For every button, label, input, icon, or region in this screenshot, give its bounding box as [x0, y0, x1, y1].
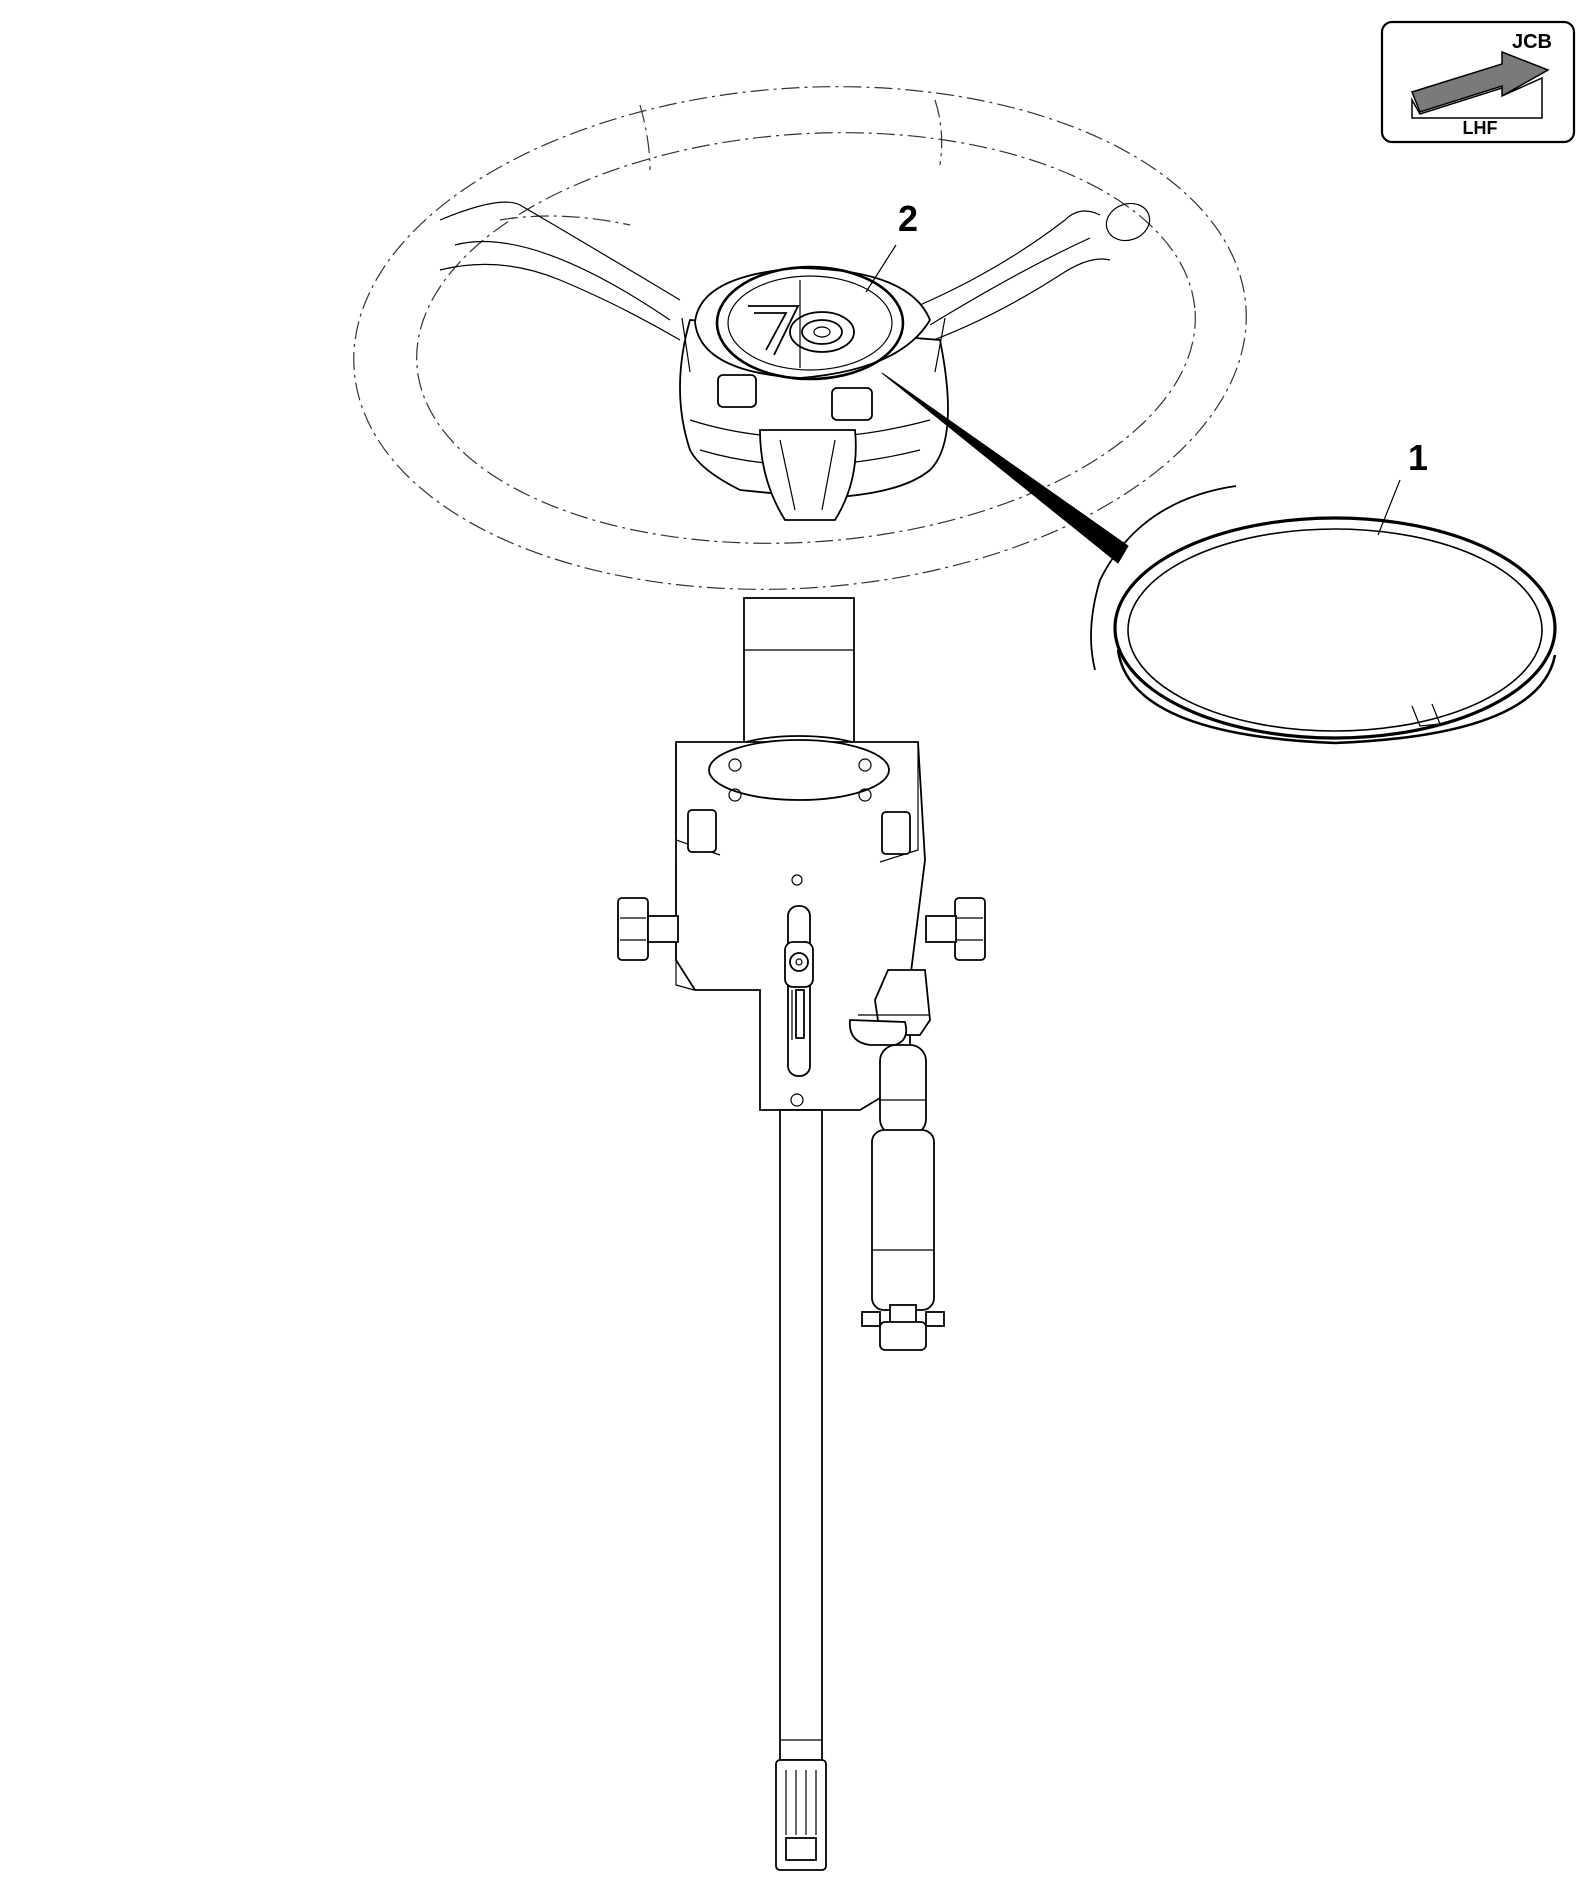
locking-lever: [784, 941, 814, 1040]
lower-steering-shaft: [775, 1109, 827, 1871]
centre-cap-logo: [748, 305, 855, 356]
brand-logo: JCB: [1512, 31, 1552, 53]
detail-zoom-wedge: [881, 372, 1237, 671]
gas-strut: [861, 1044, 945, 1351]
gas-strut-clamp: [848, 969, 931, 1046]
steering-wheel-rim: [353, 86, 1247, 590]
view-label: LHF: [1463, 118, 1498, 138]
callout-1: 1: [1377, 437, 1428, 536]
steering-wheel-centre-cap: [715, 265, 905, 381]
ring-seal: [1113, 516, 1557, 745]
direction-arrow-icon: [1411, 50, 1550, 119]
tilt-adjust-bolt-left: [617, 897, 679, 961]
callout-2-label: 2: [898, 198, 918, 239]
tilt-adjust-bolt-right: [925, 897, 986, 961]
callout-2: 2: [865, 198, 918, 293]
callout-1-label: 1: [1408, 437, 1428, 478]
view-orientation-badge: JCB LHF: [1380, 20, 1576, 144]
steering-wheel-spokes: [439, 201, 1151, 346]
